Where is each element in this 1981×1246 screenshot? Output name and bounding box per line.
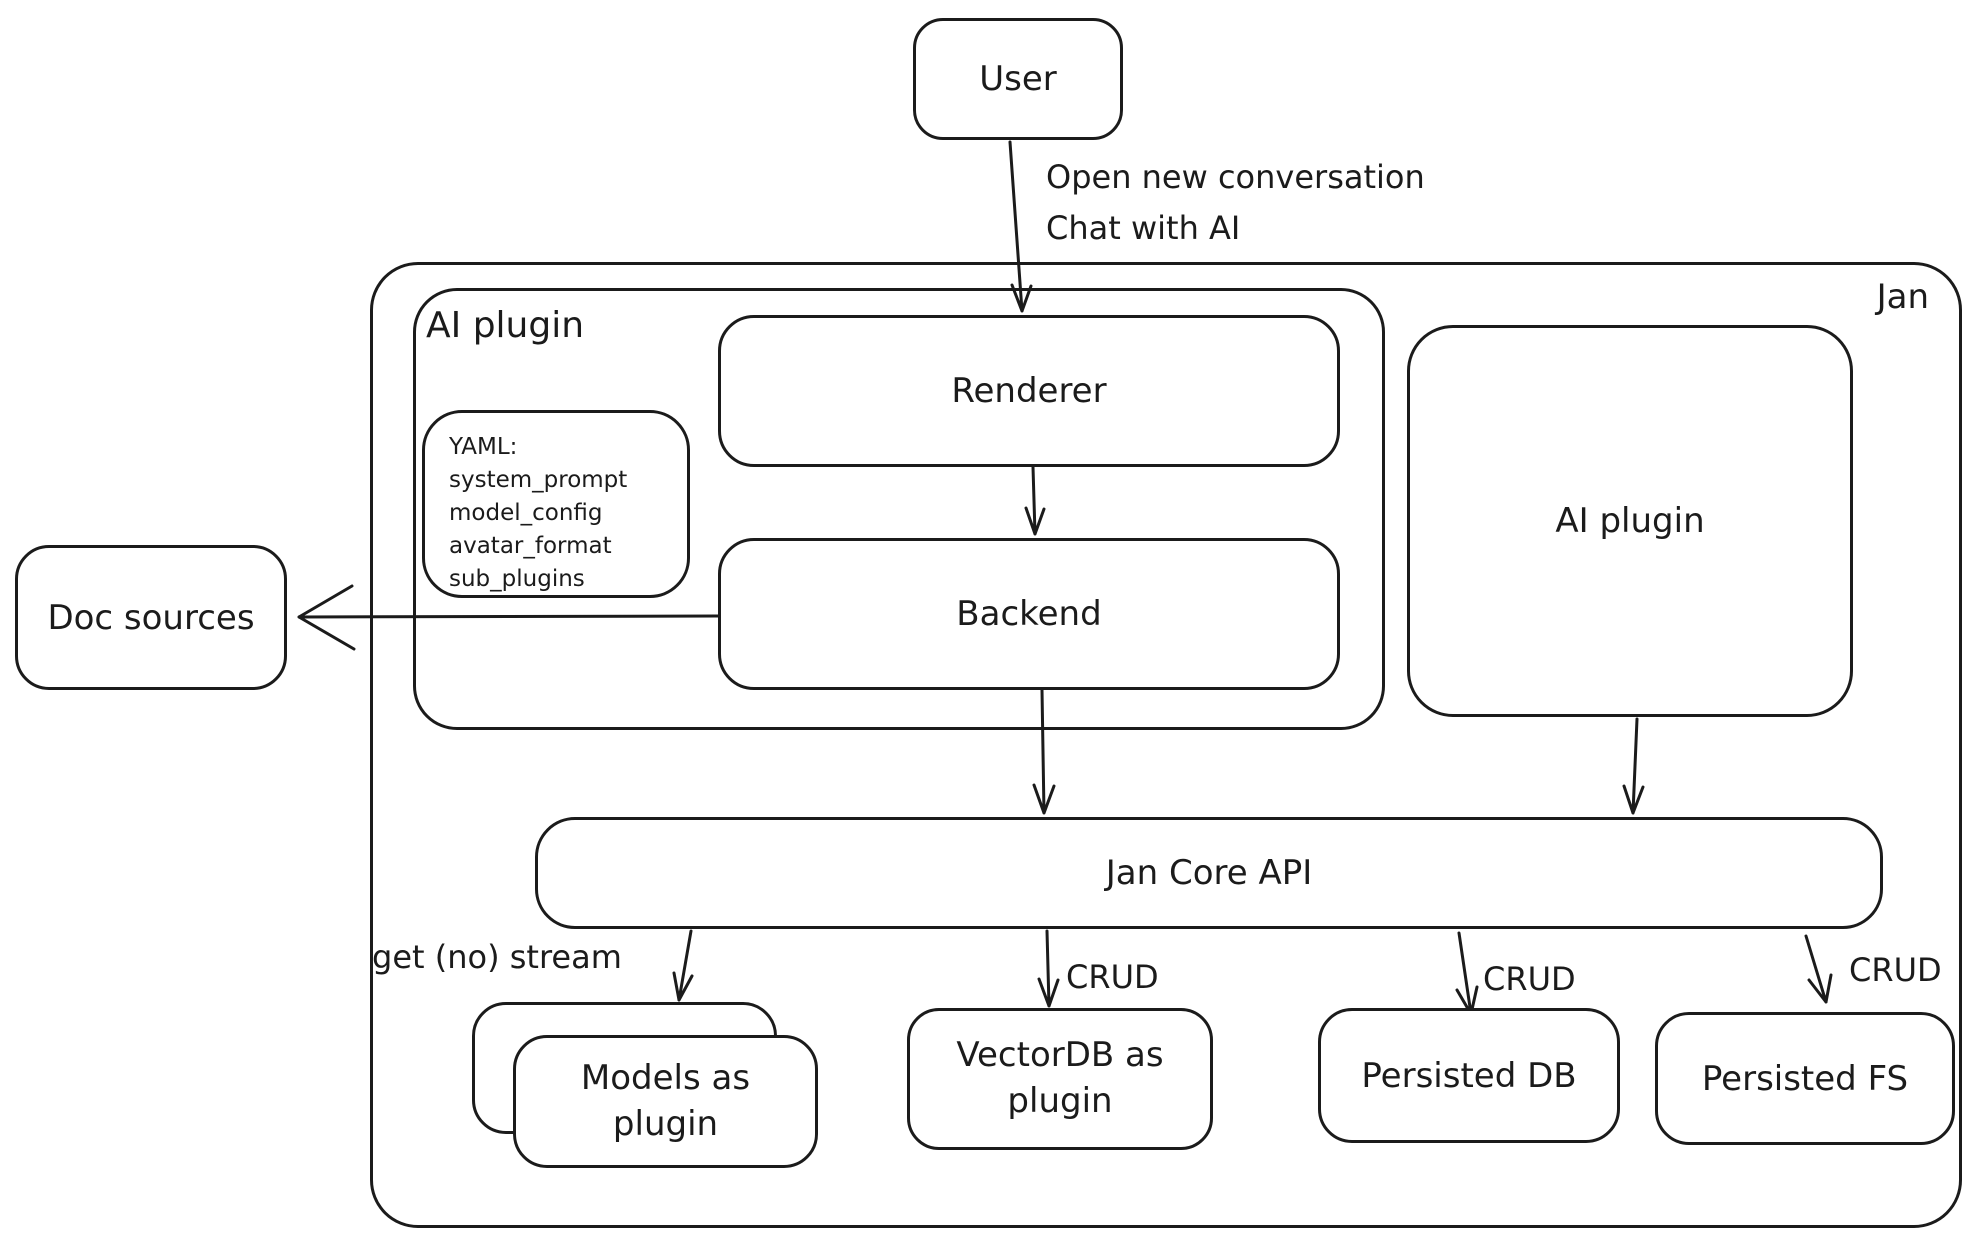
doc-sources-node: Doc sources — [15, 545, 287, 690]
models-node: Models as plugin — [513, 1035, 818, 1168]
backend-node-label: Backend — [956, 594, 1102, 634]
jan-container-label: Jan — [1876, 277, 1929, 317]
yaml-line-model-config: model_config — [449, 499, 603, 526]
yaml-line-sub-plugins: sub_plugins — [449, 565, 585, 592]
ai-plugin-container: AI plugin — [413, 288, 1385, 730]
crud-label-vectordb: CRUD — [1066, 958, 1159, 996]
ai-plugin-node: AI plugin — [1407, 325, 1853, 717]
backend-node: Backend — [718, 538, 1340, 690]
crud-label-persisted-fs: CRUD — [1849, 951, 1942, 989]
get-no-stream-label: get (no) stream — [372, 938, 622, 976]
vectordb-node: VectorDB as plugin — [907, 1008, 1213, 1150]
ai-plugin-container-label: AI plugin — [426, 305, 585, 346]
user-node-label: User — [979, 59, 1057, 99]
yaml-line-avatar-format: avatar_format — [449, 532, 612, 559]
user-arrow-label-line2: Chat with AI — [1046, 209, 1241, 248]
models-node-label: Models as plugin — [581, 1056, 750, 1148]
user-arrow-label-line1: Open new conversation — [1046, 158, 1425, 196]
vectordb-node-label: VectorDB as plugin — [956, 1033, 1163, 1125]
yaml-line-title: YAML: — [449, 434, 518, 460]
crud-label-persisted-db: CRUD — [1483, 960, 1576, 998]
vectordb-node-label-line1: VectorDB as — [956, 1035, 1164, 1076]
models-node-label-line2: plugin — [612, 1103, 719, 1144]
user-arrow-label: Open new conversation Chat with AI — [1046, 152, 1425, 254]
vectordb-node-label-line2: plugin — [1007, 1081, 1113, 1121]
ai-plugin-node-label: AI plugin — [1555, 501, 1705, 541]
yaml-line-system-prompt: system_prompt — [449, 466, 628, 493]
user-node: User — [913, 18, 1123, 140]
persisted-fs-node: Persisted FS — [1655, 1012, 1955, 1145]
persisted-db-node: Persisted DB — [1318, 1008, 1620, 1143]
renderer-node-label: Renderer — [951, 371, 1107, 411]
jan-core-api-node: Jan Core API — [535, 817, 1883, 929]
doc-sources-node-label: Doc sources — [47, 597, 255, 638]
persisted-db-node-label: Persisted DB — [1361, 1055, 1577, 1096]
jan-core-api-node-label: Jan Core API — [1105, 853, 1313, 893]
persisted-fs-node-label: Persisted FS — [1701, 1058, 1909, 1099]
models-node-label-line1: Models as — [580, 1057, 751, 1098]
jan-container: Jan — [370, 262, 1962, 1228]
yaml-note-text: YAML: system_prompt model_config avatar_… — [449, 431, 627, 595]
yaml-note: YAML: system_prompt model_config avatar_… — [422, 410, 690, 598]
renderer-node: Renderer — [718, 315, 1340, 467]
